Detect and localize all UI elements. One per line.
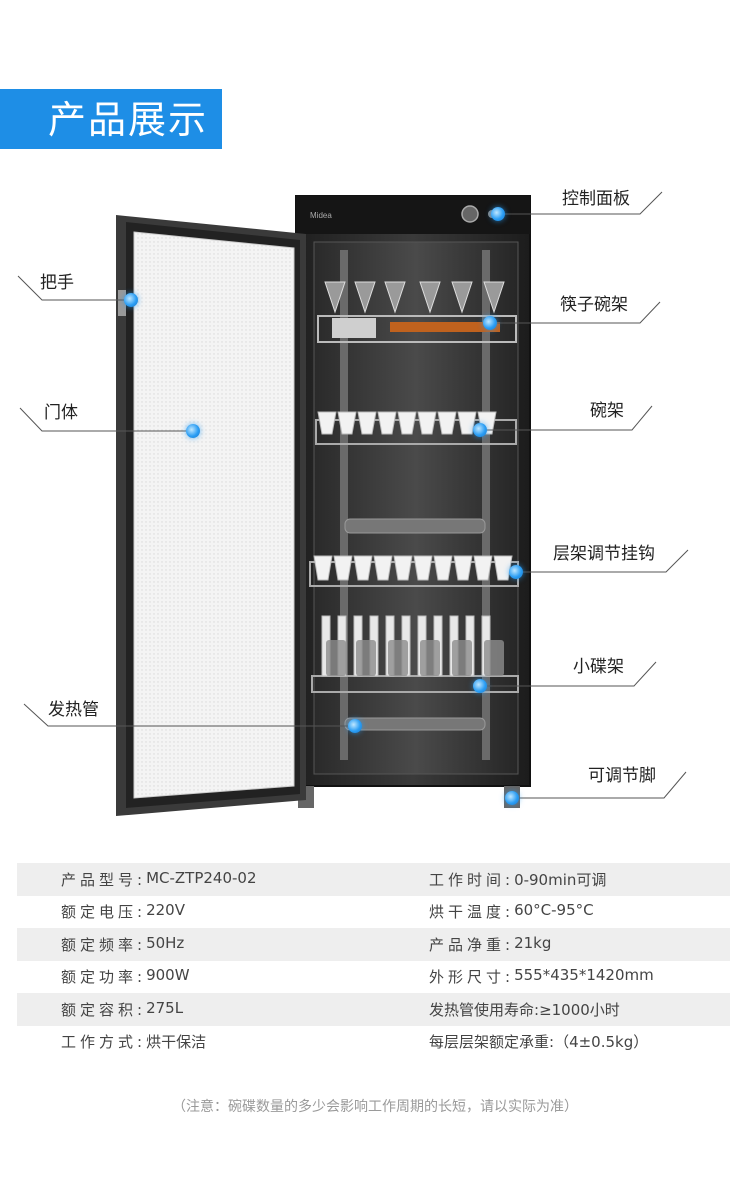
spec-key: 烘干温度: <box>429 903 515 922</box>
callout-dot-chopstick-rack <box>483 316 497 330</box>
product-illustration: Midea <box>17 191 689 816</box>
control-knob <box>461 205 479 223</box>
door-handle <box>118 290 126 316</box>
spec-value: 21kg <box>514 933 552 952</box>
spec-key: 发热管使用寿命: <box>429 1000 540 1019</box>
footnote: （注意：碗碟数量的多少会影响工作周期的长短，请以实际为准） <box>172 1099 578 1115</box>
spec-value: 烘干保洁 <box>146 1033 207 1052</box>
callout-dot-small-plate-rack <box>473 679 487 693</box>
callout-dot-adjustable-foot <box>505 791 519 805</box>
spec-key: 额定频率: <box>61 935 147 954</box>
spec-key: 工作方式: <box>61 1033 147 1052</box>
spec-key: 产品型号: <box>61 870 147 889</box>
spec-row: 工作方式:烘干保洁 每层层架额定承重:（4±0.5kg） <box>17 1026 730 1059</box>
callout-dot-handle <box>124 293 138 307</box>
section-title: 产品展示 <box>48 98 209 142</box>
spec-value: 220V <box>146 901 185 920</box>
lower-bowl-rack <box>309 555 519 587</box>
spec-key: 产品净重: <box>429 935 515 954</box>
spec-row: 额定电压:220V 烘干温度:60°C-95°C <box>17 896 730 929</box>
callout-dot-heating-tube <box>348 719 362 733</box>
spec-key: 额定电压: <box>61 903 147 922</box>
spec-value: 50Hz <box>146 933 185 952</box>
spec-key: 额定功率: <box>61 968 147 987</box>
plate-rack <box>311 615 519 693</box>
spec-key: 外形尺寸: <box>429 968 515 987</box>
spec-row: 产品型号:MC-ZTP240-02 工作时间:0-90min可调 <box>17 863 730 896</box>
bowl-rack <box>315 411 517 445</box>
spec-key: 额定容积: <box>61 1000 147 1019</box>
callout-dot-shelf-hook <box>509 565 523 579</box>
label-shelf-hook: 层架调节挂钩 <box>553 544 655 564</box>
spec-row: 额定功率:900W 外形尺寸:555*435*1420mm <box>17 961 730 994</box>
spec-row: 额定频率:50Hz 产品净重:21kg <box>17 928 730 961</box>
callout-lines <box>17 191 689 799</box>
section-title-bar <box>0 89 222 149</box>
label-adjustable-foot: 可调节脚 <box>588 766 656 786</box>
top-rack-glasses <box>317 281 517 343</box>
spec-value: MC-ZTP240-02 <box>146 868 257 887</box>
spec-value: 0-90min可调 <box>514 870 607 889</box>
spec-value: 900W <box>146 966 190 985</box>
spec-key: 每层层架额定承重: <box>429 1033 555 1052</box>
label-bowl-rack: 碗架 <box>590 401 624 421</box>
callout-dot-bowl-rack <box>473 423 487 437</box>
callout-dot-control-panel <box>491 207 505 221</box>
callout-dot-door <box>186 424 200 438</box>
label-chopstick-bowl-rack: 筷子碗架 <box>560 295 628 315</box>
label-door: 门体 <box>44 403 78 423</box>
spec-table: 产品型号:MC-ZTP240-02 工作时间:0-90min可调 额定电压:22… <box>17 863 730 1058</box>
spec-value: 275L <box>146 998 184 1017</box>
label-control-panel: 控制面板 <box>562 189 630 209</box>
label-heating-tube: 发热管 <box>48 700 99 720</box>
spec-value: ≥1000小时 <box>539 1000 620 1019</box>
label-handle: 把手 <box>40 273 74 293</box>
spec-value: （4±0.5kg） <box>554 1033 649 1052</box>
spec-row: 额定容积:275L 发热管使用寿命:≥1000小时 <box>17 993 730 1026</box>
spec-value: 555*435*1420mm <box>514 966 654 985</box>
spec-key: 工作时间: <box>429 870 515 889</box>
glass-door <box>116 215 306 816</box>
spec-value: 60°C-95°C <box>514 901 594 920</box>
label-small-plate-rack: 小碟架 <box>573 657 624 677</box>
svg-text:Midea: Midea <box>310 211 332 220</box>
